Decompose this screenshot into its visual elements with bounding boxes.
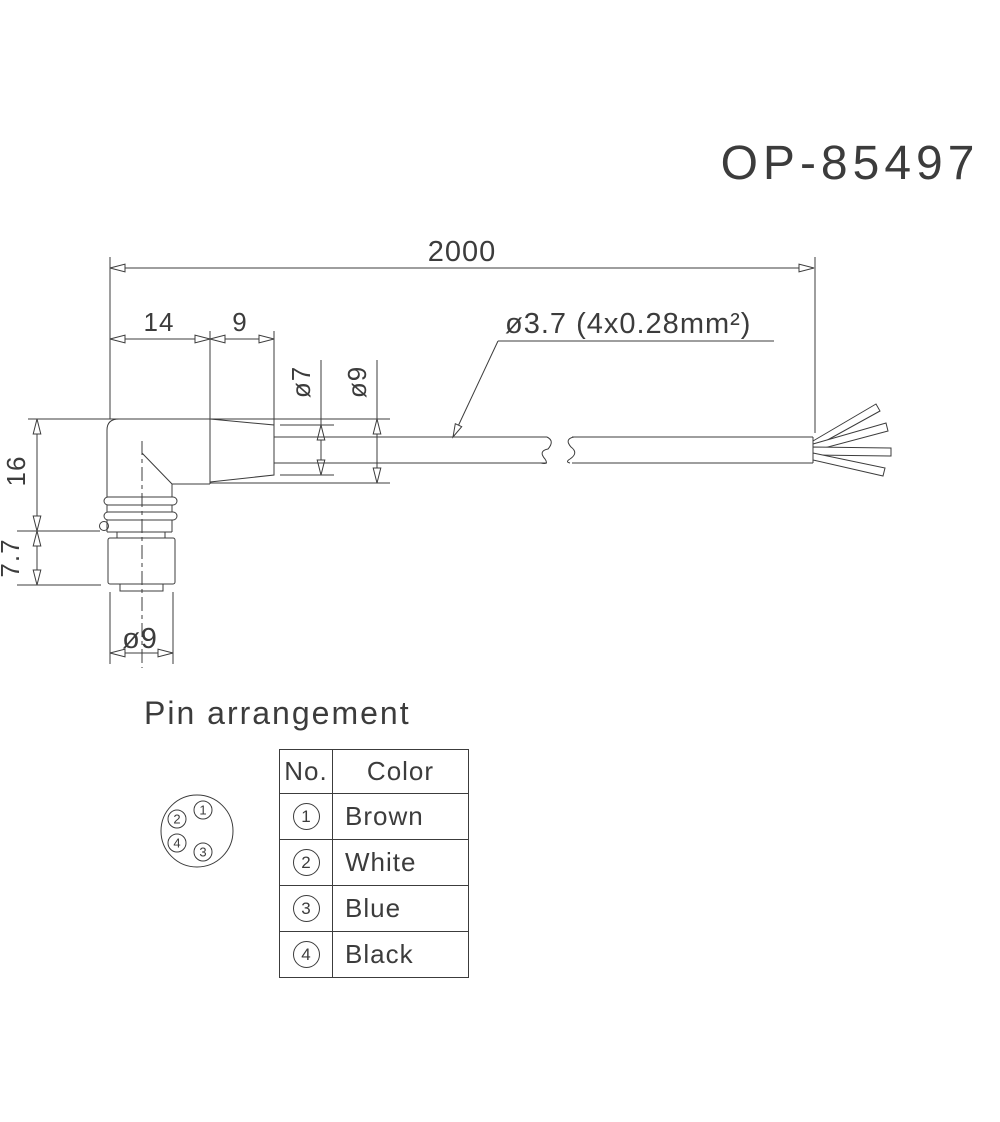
table-header-row: No. Color	[280, 750, 468, 793]
pin-4-circle	[167, 833, 187, 853]
arrowhead	[372, 467, 382, 484]
header-no: No.	[280, 750, 333, 793]
arrowhead	[32, 515, 42, 532]
pin-2-label: 2	[173, 812, 180, 827]
table-row: 1 Brown	[280, 793, 468, 839]
pin-color-value: White	[345, 847, 417, 877]
pin-2-circle	[167, 809, 187, 829]
elbow-outline	[106, 418, 210, 497]
break-mark-right	[567, 436, 576, 464]
pin-number-badge: 3	[292, 895, 320, 922]
pin-4-label: 4	[173, 836, 180, 851]
dim-label-nut-height: 7.7	[0, 538, 25, 577]
dim-label-overall-length: 2000	[428, 236, 497, 268]
part-number-title: OP-85497	[721, 137, 980, 190]
stripped-wire-3	[812, 446, 892, 457]
dimension-boot-width: 9	[209, 307, 275, 425]
connector-face-view: 1 2 4 3	[160, 794, 234, 868]
arrowhead	[109, 263, 126, 273]
pin-3-label: 3	[199, 845, 206, 860]
cable	[274, 403, 892, 477]
oring-lower	[103, 511, 178, 521]
connector-face-circle	[160, 794, 234, 868]
oring-upper	[103, 496, 178, 506]
dim-label-boot-width: 9	[232, 307, 247, 337]
dim-label-body-width: 14	[144, 307, 175, 337]
dim-label-body-diameter: ø9	[342, 366, 372, 398]
strain-relief-boot	[209, 418, 275, 483]
dimension-overall-length: 2000	[109, 236, 816, 433]
locating-detent	[99, 521, 109, 531]
cable-spec-callout: ø3.7 (4x0.28mm²)	[452, 308, 774, 439]
dimension-boot-diameter: ø7	[280, 360, 334, 476]
arrowhead	[32, 418, 42, 435]
break-mark-left	[540, 436, 552, 464]
table-row: 4 Black	[280, 931, 468, 977]
table-row: 2 White	[280, 839, 468, 885]
arrowhead	[258, 334, 275, 344]
dim-label-nut-diameter: ø9	[122, 623, 158, 655]
connector-side-view	[99, 418, 275, 592]
dim-label-boot-diameter: ø7	[286, 366, 316, 398]
arrowhead	[109, 648, 126, 658]
dimension-connector-height: 16	[1, 418, 119, 532]
stripped-wire-4	[812, 452, 886, 477]
arrowhead	[372, 418, 382, 435]
pin-color-table: No. Color 1 Brown 2 White 3 Blue 4 Black	[279, 749, 469, 978]
header-color: Color	[366, 756, 435, 786]
pin-1-circle	[193, 800, 213, 820]
dimension-nut-diameter: ø9	[109, 592, 174, 664]
dim-label-connector-height: 16	[1, 456, 31, 487]
cable-spec-label: ø3.7 (4x0.28mm²)	[505, 308, 751, 340]
pin-number-badge: 4	[292, 941, 320, 968]
pin-color-value: Brown	[345, 801, 424, 831]
arrowhead	[109, 334, 126, 344]
dimension-nut-height: 7.7	[0, 530, 101, 586]
arrowhead	[798, 263, 815, 273]
nut-flange	[119, 583, 164, 592]
pin-arrangement-heading: Pin arrangement	[144, 695, 411, 731]
pin-number-badge: 2	[292, 849, 320, 876]
arrowhead	[157, 648, 174, 658]
table-row: 3 Blue	[280, 885, 468, 931]
pin-color-value: Blue	[345, 893, 402, 923]
pin-1-label: 1	[199, 803, 206, 818]
elbow-inner-corner	[141, 443, 210, 485]
arrowhead	[452, 422, 463, 439]
arrowhead	[316, 459, 326, 476]
arrowhead	[32, 569, 42, 586]
dimension-body-width: 14	[109, 307, 211, 419]
arrowhead	[32, 530, 42, 547]
arrowhead	[316, 424, 326, 441]
arrowhead	[209, 334, 226, 344]
arrowhead	[194, 334, 211, 344]
pin-number-badge: 1	[292, 803, 320, 830]
pin-color-value: Black	[345, 939, 414, 969]
pin-3-circle	[193, 842, 213, 862]
